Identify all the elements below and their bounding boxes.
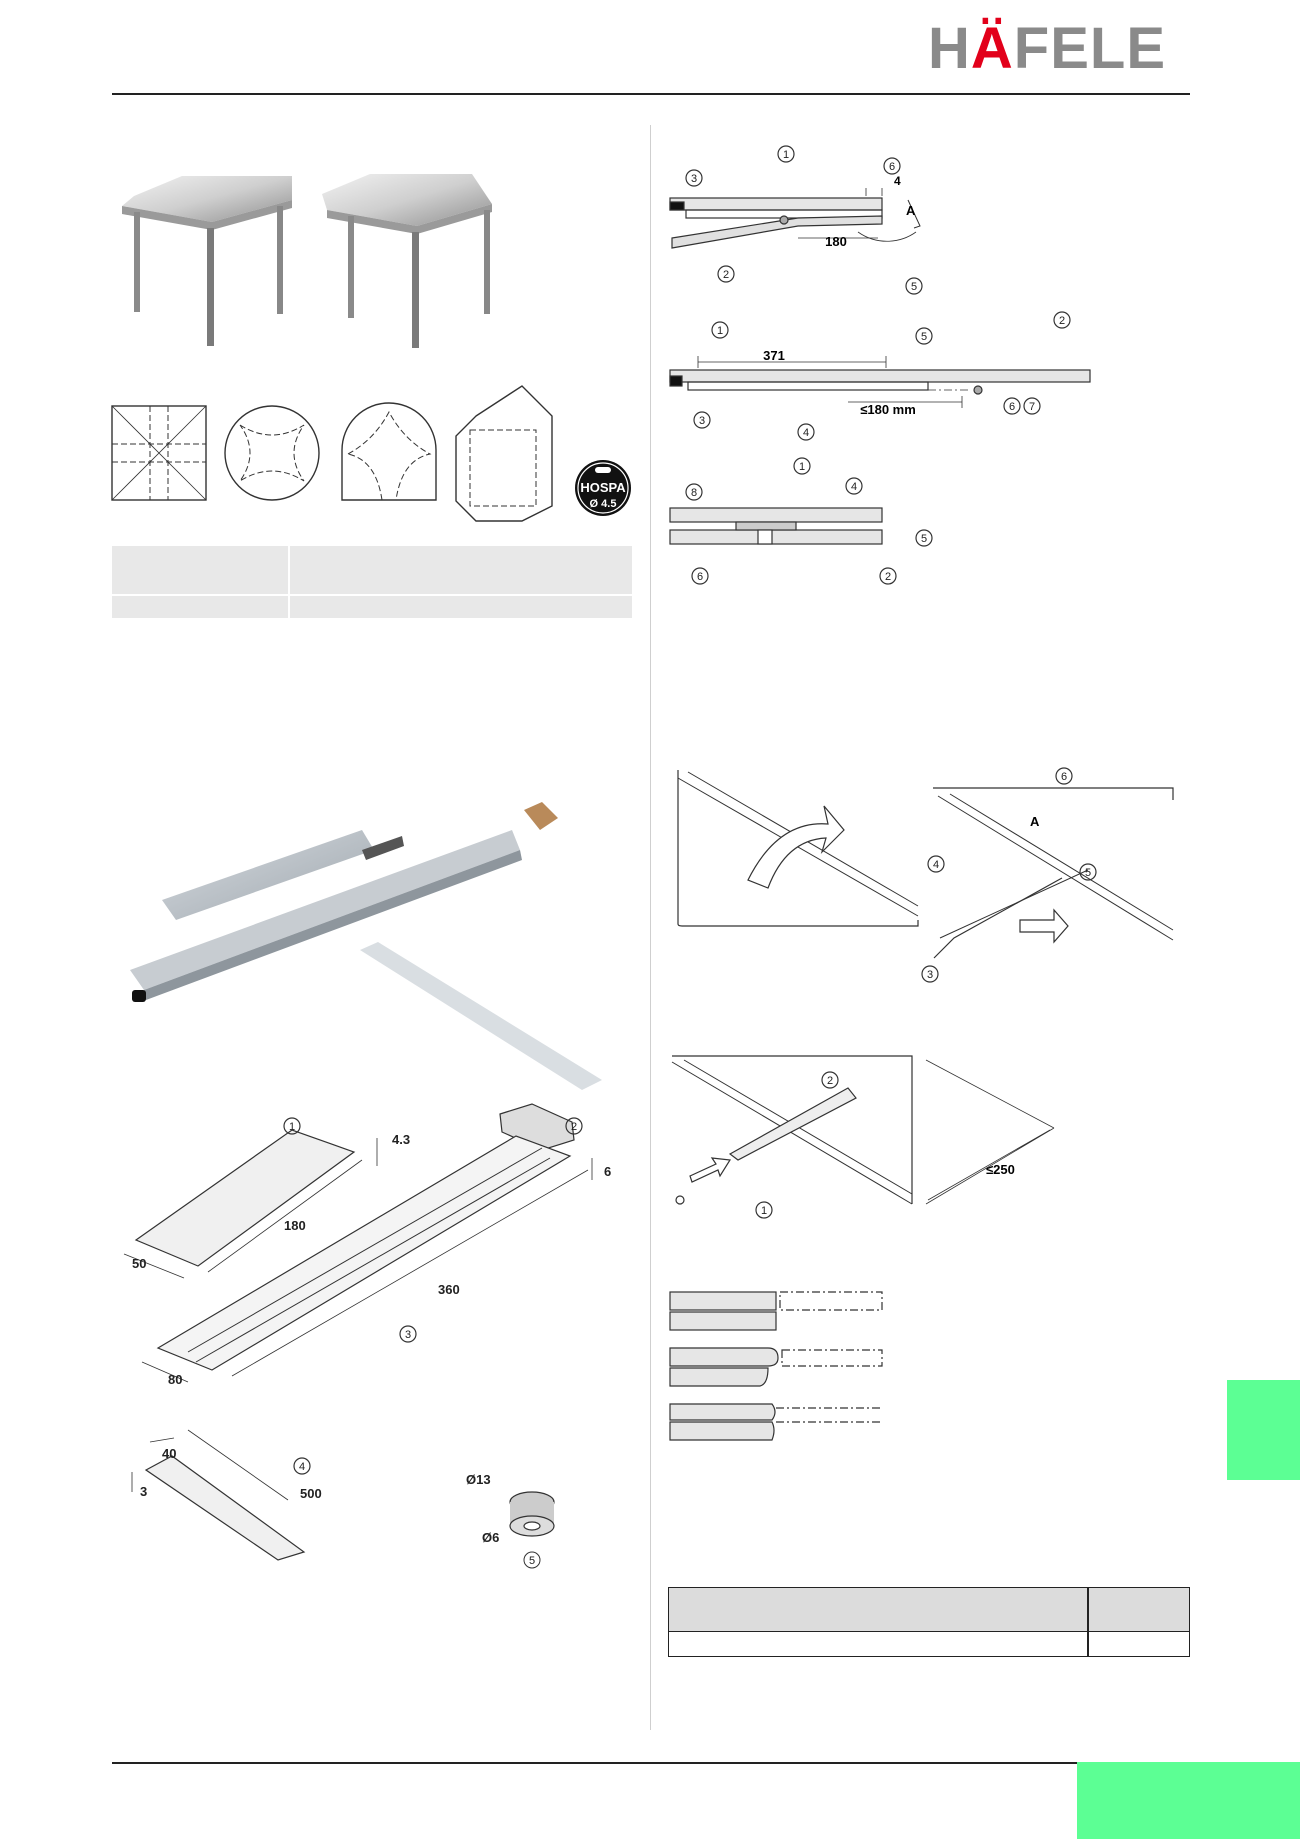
as-label-3: 3 bbox=[927, 969, 933, 981]
as-label-4: 4 bbox=[933, 859, 939, 871]
rail-dim-width: 40 bbox=[162, 1446, 176, 1461]
parts-drawing: 1 2 3 4 180 50 4.3 6 360 80 40 3 500 Ø13… bbox=[123, 1103, 611, 1569]
mt-label-2: 2 bbox=[827, 1075, 833, 1087]
plate-dim-width: 50 bbox=[132, 1256, 146, 1271]
hospa-badge-text: HOSPA bbox=[580, 480, 626, 495]
rail-dim-height: 3 bbox=[140, 1484, 147, 1499]
channel-dim-length: 360 bbox=[438, 1282, 460, 1297]
cross-section-diagram: 1 2 3 5 6 4 180 A bbox=[669, 145, 923, 295]
channel-dim-width: 80 bbox=[168, 1372, 182, 1387]
stop-dim-inner: Ø6 bbox=[482, 1530, 499, 1545]
ps-label-2: 2 bbox=[885, 571, 891, 583]
es-label-1: 1 bbox=[717, 325, 723, 337]
spec-block bbox=[112, 546, 632, 618]
cs-dim-length: 180 bbox=[825, 234, 847, 249]
profile-section-diagram: 1 2 4 5 6 8 bbox=[669, 457, 933, 585]
square-table bbox=[122, 176, 292, 346]
channel-drawing bbox=[156, 1135, 572, 1371]
part-channel-label: 3 bbox=[405, 1329, 411, 1341]
column-divider bbox=[650, 125, 651, 1730]
es-label-2: 2 bbox=[1059, 315, 1065, 327]
logo-text-start: H bbox=[928, 16, 971, 81]
hospa-badge-value: Ø 4.5 bbox=[590, 498, 617, 510]
section-tab-marker bbox=[1227, 1380, 1300, 1480]
part-catch-label: 2 bbox=[571, 1121, 577, 1133]
end-stop-photo bbox=[132, 990, 146, 1002]
rail-dim-length: 500 bbox=[300, 1486, 322, 1501]
extended-section-diagram: 1 2 3 4 5 6 7 371 ≤180 mm bbox=[669, 311, 1091, 441]
assembly-diagram: 3 4 5 6 A bbox=[677, 767, 1174, 983]
es-dim-travel: ≤180 mm bbox=[860, 402, 916, 417]
edge-profiles-diagram bbox=[669, 1291, 883, 1441]
mt-label-1: 1 bbox=[761, 1205, 767, 1217]
product-photo bbox=[130, 802, 602, 1090]
part-rail-label: 4 bbox=[299, 1461, 305, 1473]
mt-dim-distance: ≤250 bbox=[986, 1162, 1015, 1177]
order-table-column-divider bbox=[1087, 1588, 1089, 1656]
order-table-header bbox=[669, 1588, 1189, 1632]
es-label-6: 6 bbox=[1009, 401, 1015, 413]
cs-label-1: 1 bbox=[783, 149, 789, 161]
ps-label-5: 5 bbox=[921, 533, 927, 545]
hospa-badge: HOSPA Ø 4.5 bbox=[575, 460, 631, 516]
mount-diagram: 1 2 ≤250 bbox=[671, 1055, 1055, 1219]
part-plate-label: 1 bbox=[289, 1121, 295, 1133]
spec-block-divider bbox=[288, 546, 290, 618]
cs-detail-a: A bbox=[906, 203, 916, 218]
as-label-6: 6 bbox=[1061, 771, 1067, 783]
ps-label-8: 8 bbox=[691, 487, 697, 499]
cs-label-3: 3 bbox=[691, 173, 697, 185]
logo-text-accent: Ä bbox=[970, 16, 1014, 81]
channel-photo bbox=[130, 830, 520, 990]
spec-block-row-divider bbox=[112, 594, 632, 596]
tables-photo bbox=[122, 174, 492, 348]
part-stop-label: 5 bbox=[529, 1555, 535, 1567]
footer-rule bbox=[112, 1762, 1077, 1764]
header-rule bbox=[112, 93, 1190, 95]
catch-dim-height: 6 bbox=[604, 1164, 611, 1179]
trapezoid-table bbox=[322, 174, 492, 348]
ps-label-1: 1 bbox=[799, 461, 805, 473]
order-table bbox=[668, 1587, 1190, 1657]
cs-dim-gap: 4 bbox=[894, 174, 901, 188]
cs-label-5: 5 bbox=[911, 281, 917, 293]
catch-photo bbox=[524, 802, 558, 830]
es-label-3: 3 bbox=[699, 415, 705, 427]
cs-label-6: 6 bbox=[889, 161, 895, 173]
rail-drawing bbox=[144, 1455, 306, 1561]
es-label-5: 5 bbox=[921, 331, 927, 343]
logo-text-end: FELE bbox=[1013, 16, 1167, 81]
stop-dim-outer: Ø13 bbox=[466, 1472, 491, 1487]
table-layouts-diagram bbox=[111, 385, 553, 522]
as-detail-a: A bbox=[1030, 814, 1040, 829]
as-label-5: 5 bbox=[1085, 867, 1091, 879]
es-label-4: 4 bbox=[803, 427, 809, 439]
ps-label-6: 6 bbox=[697, 571, 703, 583]
plate-drawing bbox=[134, 1129, 356, 1267]
plate-dim-length: 180 bbox=[284, 1218, 306, 1233]
footer-tab-marker bbox=[1077, 1762, 1300, 1839]
rail-photo bbox=[360, 942, 602, 1090]
es-dim-length: 371 bbox=[763, 348, 785, 363]
mounting-plate-photo bbox=[162, 830, 374, 920]
hafele-logo: HÄFELE bbox=[928, 18, 1190, 80]
plate-dim-thickness: 4.3 bbox=[392, 1132, 410, 1147]
ps-label-4: 4 bbox=[851, 481, 857, 493]
cs-label-2: 2 bbox=[723, 269, 729, 281]
es-label-7: 7 bbox=[1029, 401, 1035, 413]
